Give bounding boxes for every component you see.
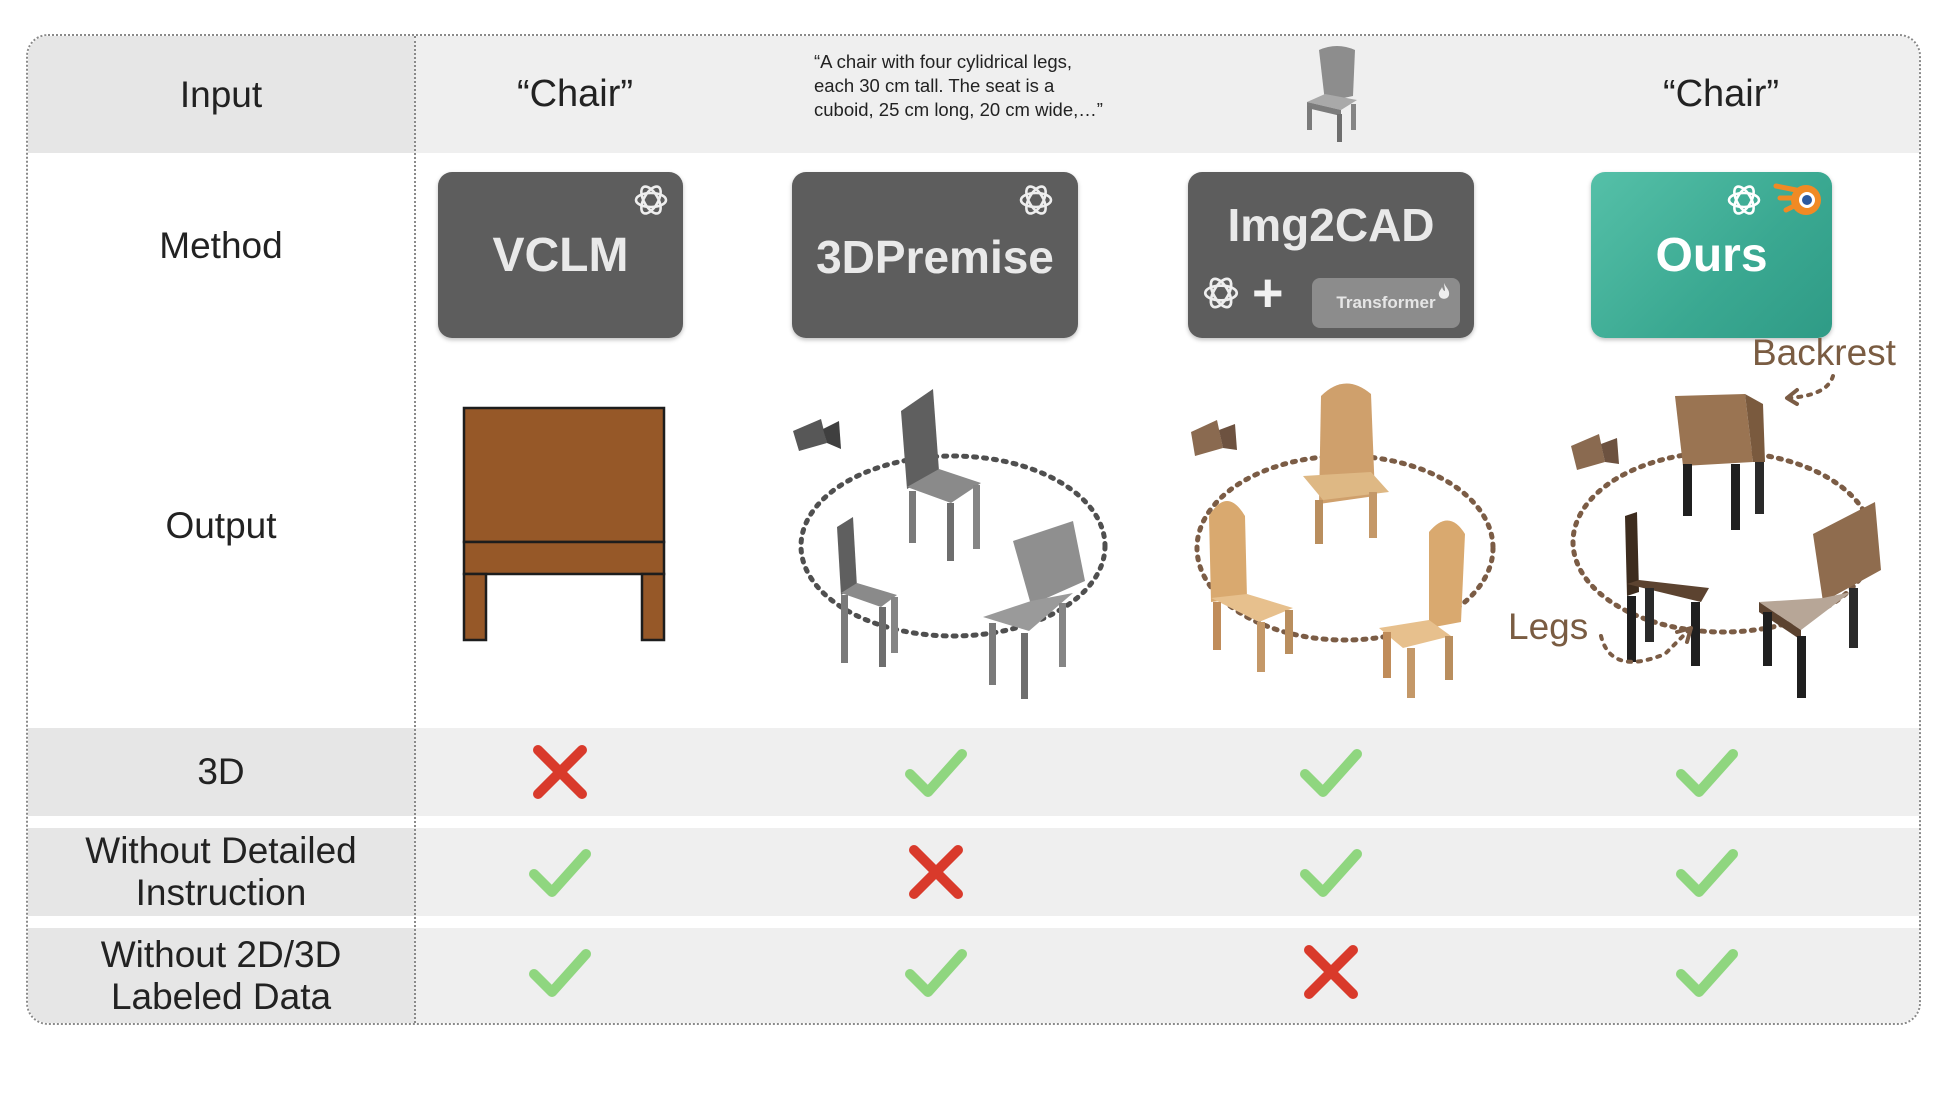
row-label-output: Output [165, 505, 277, 546]
openai-icon [1724, 180, 1764, 220]
plus-sign: + [1252, 263, 1284, 323]
openai-icon [1016, 180, 1056, 220]
method-img2cad-name: Img2CAD [1227, 199, 1435, 251]
without-labeled-data-ours-check-icon [1675, 942, 1739, 1002]
row-label-without-labeled-data: Without 2D/3D Labeled Data [100, 933, 342, 1017]
without-detailed-instruction-vclm-check-icon [528, 842, 592, 902]
annotation-legs: Legs [1508, 606, 1589, 647]
transformer-label: Transformer [1336, 293, 1436, 312]
output-vclm-image [440, 396, 690, 656]
without-detailed-instruction-img2cad-check-icon [1299, 842, 1363, 902]
instruction-label-bg [28, 828, 414, 916]
input-chair-image [1282, 44, 1382, 144]
blender-icon [1772, 176, 1826, 224]
input-3dpremise-text: “A chair with four cylidrical legs, each… [814, 51, 1103, 120]
without-labeled-data-img2cad-cross-icon [1299, 942, 1363, 1002]
input-vclm-text: “Chair” [516, 73, 634, 115]
row-label-input: Input [179, 73, 263, 115]
flame-icon [1436, 282, 1452, 302]
column-divider [414, 36, 416, 1023]
method-3dpremise-box: 3DPremise [792, 172, 1078, 338]
openai-icon [1200, 272, 1242, 314]
comparison-table: Input Method Output 3D Without Detailed … [26, 34, 1921, 1025]
3d-vclm-cross-icon [528, 742, 592, 802]
annotation-backrest: Backrest [1752, 332, 1896, 373]
without-detailed-instruction-ours-check-icon [1675, 842, 1739, 902]
3d-img2cad-check-icon [1299, 742, 1363, 802]
3d-3dpremise-check-icon [904, 742, 968, 802]
output-ours-image [1538, 356, 1893, 736]
output-3dpremise-image [778, 356, 1128, 726]
method-ours-name: Ours [1655, 229, 1768, 282]
input-ours-text: “Chair” [1662, 73, 1780, 115]
method-vclm-box: VCLM [438, 172, 683, 338]
3d-ours-check-icon [1675, 742, 1739, 802]
method-vclm-name: VCLM [492, 229, 629, 282]
without-labeled-data-3dpremise-check-icon [904, 942, 968, 1002]
transformer-module: Transformer [1312, 278, 1460, 328]
input-label-bg [28, 36, 414, 153]
without-labeled-data-vclm-check-icon [528, 942, 592, 1002]
row-label-method: Method [159, 225, 283, 266]
3d-label-bg [28, 728, 414, 816]
method-img2cad-box: Img2CAD + Transformer [1188, 172, 1474, 338]
labeled-label-bg [28, 928, 414, 1023]
openai-icon [631, 180, 671, 220]
row-label-3d: 3D [197, 751, 245, 792]
method-3dpremise-name: 3DPremise [816, 231, 1054, 283]
method-ours-box: Ours [1591, 172, 1832, 338]
without-detailed-instruction-3dpremise-cross-icon [904, 842, 968, 902]
row-label-without-detailed-instruction: Without Detailed Instruction [85, 830, 357, 913]
output-img2cad-image [1173, 356, 1513, 726]
